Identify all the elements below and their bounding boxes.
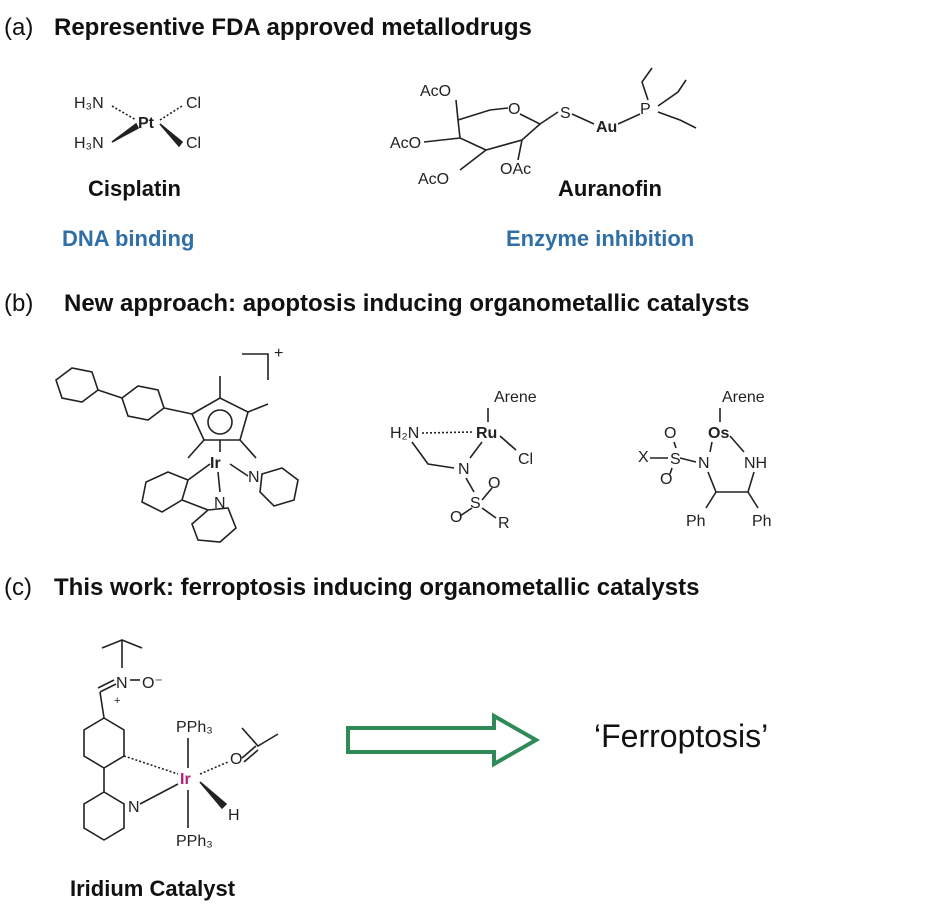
- ru-complex-n: N: [458, 461, 470, 478]
- auranofin-metal: Au: [596, 119, 617, 136]
- auranofin-s: S: [560, 105, 571, 122]
- panel-a-label: (a): [4, 14, 34, 41]
- os-complex-o1: O: [664, 425, 676, 442]
- cisplatin-cl-top: Cl: [186, 95, 201, 112]
- ru-complex-h2n: H₂N: [390, 425, 419, 442]
- catalyst-n: N: [128, 799, 140, 816]
- os-complex-n: N: [698, 455, 710, 472]
- arrow-shape: [346, 712, 541, 768]
- cisplatin-nh3-bottom: H₃N: [74, 135, 104, 152]
- panel-b-label: (b): [4, 290, 34, 317]
- catalyst-plus: +: [114, 695, 120, 707]
- os-complex-s: S: [670, 451, 681, 468]
- ir-complex-metal: Ir: [210, 455, 221, 472]
- os-complex-arene: Arene: [722, 389, 765, 406]
- catalyst-o-minus: O⁻: [142, 675, 163, 692]
- catalyst-pph3-bottom: PPh₃: [176, 833, 213, 850]
- os-complex-structure: Arene Os X O O S N NH Ph Ph: [638, 389, 772, 530]
- catalyst-n-plus: N: [116, 675, 128, 692]
- cisplatin-structure: H₃N H₃N Pt Cl Cl: [74, 95, 201, 152]
- panel-c-label: (c): [4, 574, 32, 601]
- auranofin-name: Auranofin: [558, 176, 662, 201]
- auranofin-mode: Enzyme inhibition: [506, 226, 695, 251]
- panel-c-heading: This work: ferroptosis inducing organome…: [54, 574, 700, 601]
- ir-complex-n1: N: [248, 469, 260, 486]
- cisplatin-metal: Pt: [138, 115, 155, 132]
- auranofin-structure: AcO AcO AcO OAc O S Au P: [390, 67, 697, 188]
- cisplatin-cl-bottom: Cl: [186, 135, 201, 152]
- os-complex-o2: O: [660, 471, 672, 488]
- reaction-arrow: [346, 712, 541, 768]
- os-complex-metal: Os: [708, 425, 729, 442]
- ru-complex-r: R: [498, 515, 510, 532]
- catalyst-pph3-top: PPh₃: [176, 719, 213, 736]
- result-label: ‘Ferroptosis’: [594, 718, 769, 754]
- os-complex-x: X: [638, 449, 649, 466]
- ru-complex-metal: Ru: [476, 425, 497, 442]
- panel-b-heading: New approach: apoptosis inducing organom…: [64, 290, 750, 317]
- ir-complex-charge: +: [274, 345, 283, 362]
- cisplatin-nh3-top: H₃N: [74, 95, 104, 112]
- catalyst-metal: Ir: [180, 771, 191, 788]
- auranofin-oac: OAc: [500, 161, 531, 178]
- auranofin-aco-3: AcO: [418, 171, 449, 188]
- cisplatin-mode: DNA binding: [62, 226, 195, 251]
- ru-complex-cl: Cl: [518, 451, 533, 468]
- ir-complex-structure: + Ir N N: [55, 345, 299, 543]
- os-complex-nh: NH: [744, 455, 767, 472]
- panel-a-heading: Representive FDA approved metallodrugs: [54, 14, 532, 41]
- cisplatin-name: Cisplatin: [88, 176, 181, 201]
- ru-complex-o1: O: [488, 475, 500, 492]
- iridium-catalyst-structure: N + O⁻ N Ir PPh₃ PPh₃ O H: [83, 639, 279, 850]
- ru-complex-arene: Arene: [494, 389, 537, 406]
- ru-complex-structure: Arene Ru H₂N Cl N S O O R: [390, 389, 537, 532]
- ir-complex-n2: N: [214, 495, 226, 512]
- catalyst-o: O: [230, 751, 242, 768]
- ru-complex-s: S: [470, 495, 481, 512]
- catalyst-name: Iridium Catalyst: [70, 876, 236, 901]
- auranofin-p: P: [640, 101, 651, 118]
- os-complex-ph2: Ph: [752, 513, 772, 530]
- os-complex-ph1: Ph: [686, 513, 706, 530]
- ru-complex-o2: O: [450, 509, 462, 526]
- auranofin-ring-o: O: [508, 101, 520, 118]
- catalyst-h: H: [228, 807, 240, 824]
- auranofin-aco-2: AcO: [390, 135, 421, 152]
- auranofin-aco-1: AcO: [420, 83, 451, 100]
